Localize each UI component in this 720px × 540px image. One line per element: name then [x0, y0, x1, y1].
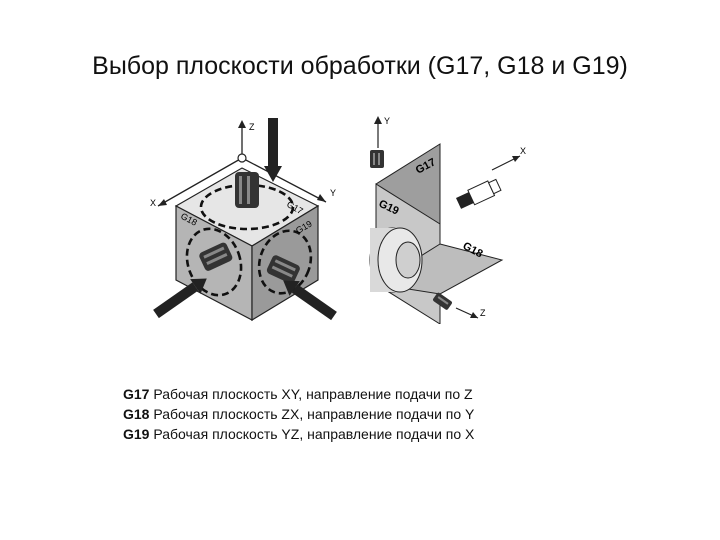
legend-text: Рабочая плоскость ZX, направление подачи… [149, 406, 475, 422]
top-tool [235, 172, 259, 208]
right-rotation-path [257, 229, 313, 295]
legend-text: Рабочая плоскость YZ, направление подачи… [149, 426, 475, 442]
planes-diagram: Y X Z G17 G19 G18 [369, 116, 526, 325]
left-tool [199, 242, 233, 271]
tool-y [370, 150, 384, 168]
feed-arrow-z [268, 118, 278, 168]
axis-label-z: Z [480, 308, 486, 318]
cube-diagram: Z X Y G17 G18 G19 [150, 118, 337, 322]
axis-y [241, 157, 327, 203]
axis-label-x: X [520, 146, 526, 156]
left-rotation-path [185, 227, 243, 297]
legend-row-g19: G19 Рабочая плоскость YZ, направление по… [123, 424, 474, 444]
cube-planes-illustration: Z X Y G17 G18 G19 [146, 110, 342, 324]
tool-z [433, 292, 452, 310]
feed-arrow-left [153, 278, 207, 319]
feed-arrow-right [283, 280, 337, 321]
plane-legend: G17 Рабочая плоскость XY, направление по… [123, 384, 474, 444]
slide-title: Выбор плоскости обработки (G17, G18 и G1… [92, 52, 628, 80]
axis-x [157, 157, 243, 207]
legend-row-g18: G18 Рабочая плоскость ZX, направление по… [123, 404, 474, 424]
legend-code: G18 [123, 406, 150, 422]
tool-x [456, 178, 502, 209]
legend-row-g17: G17 Рабочая плоскость XY, направление по… [123, 384, 474, 404]
workpiece-cylinder [369, 227, 423, 293]
legend-text: Рабочая плоскость XY, направление подачи… [149, 386, 473, 402]
axis-label-y: Y [384, 116, 390, 126]
axis-label-z: Z [249, 122, 255, 132]
origin-point [237, 153, 247, 163]
legend-code: G19 [123, 426, 150, 442]
top-rotation-path [199, 183, 295, 231]
axis-label-x: X [150, 198, 156, 208]
right-tool [266, 255, 300, 284]
axis-label-y: Y [330, 188, 336, 198]
legend-code: G17 [123, 386, 150, 402]
planes-workpiece-illustration: Y X Z G17 G19 G18 [352, 110, 548, 325]
